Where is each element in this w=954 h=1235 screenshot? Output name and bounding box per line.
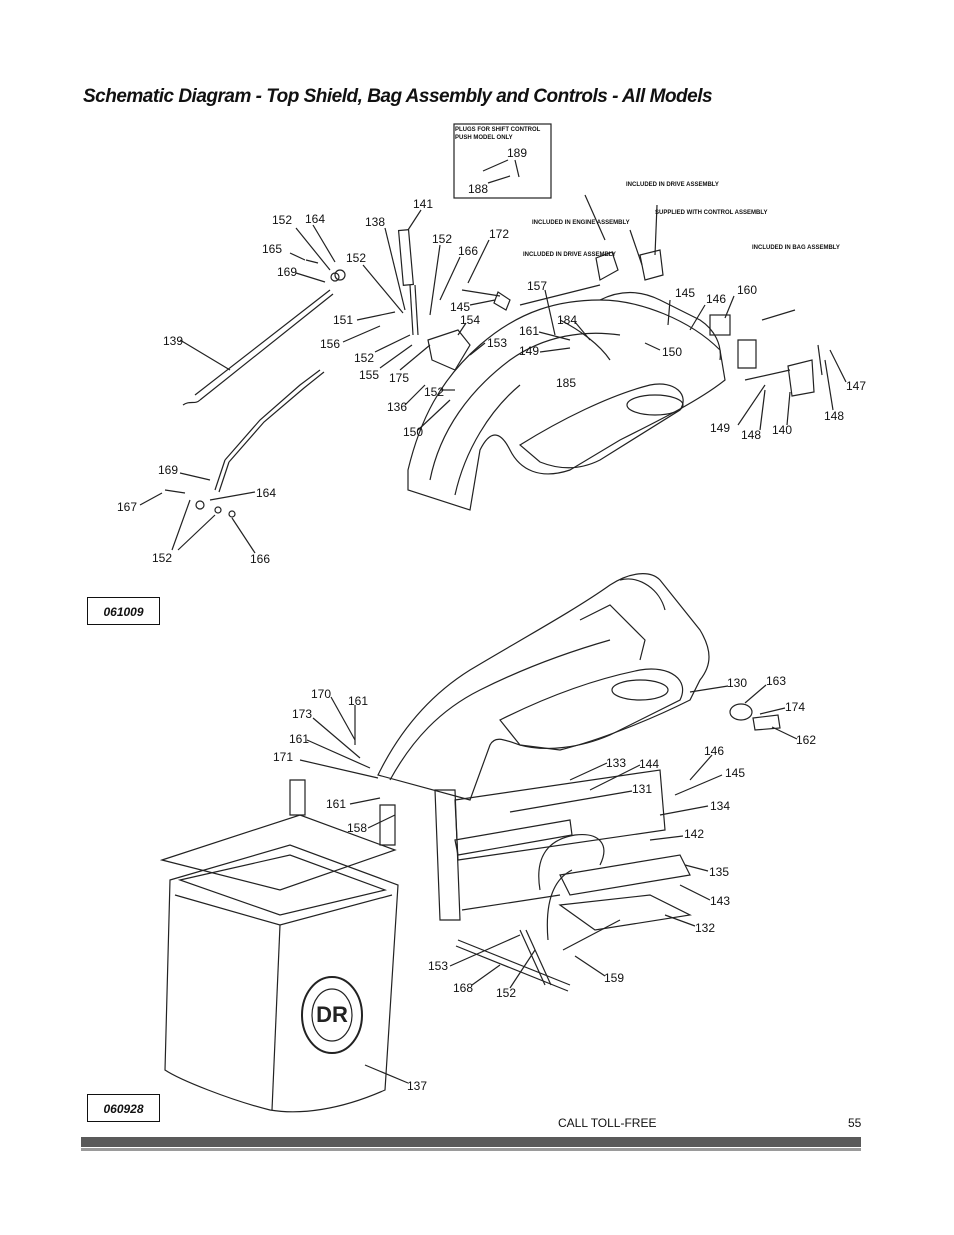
callout: 185 <box>556 376 576 390</box>
callout: 149 <box>519 344 539 358</box>
callout: 164 <box>305 212 325 226</box>
callout: 152 <box>272 213 292 227</box>
callout: 145 <box>675 286 695 300</box>
note-drive-assembly-2: INCLUDED IN DRIVE ASSEMBLY <box>523 252 616 258</box>
callout: 133 <box>606 756 626 770</box>
callout: 150 <box>662 345 682 359</box>
top-shield-upper <box>407 299 726 511</box>
callout-188: 188 <box>468 182 488 196</box>
callout: 152 <box>152 551 172 565</box>
callout: 169 <box>277 265 297 279</box>
callout: 155 <box>359 368 379 382</box>
callout: 153 <box>487 336 507 350</box>
inset-note-line1: PLUGS FOR SHIFT CONTROL <box>455 127 541 133</box>
callout: 146 <box>706 292 726 306</box>
callout: 167 <box>117 500 137 514</box>
callout: 161 <box>289 732 309 746</box>
callout: 147 <box>846 379 866 393</box>
note-engine-assembly: INCLUDED IN ENGINE ASSEMBLY <box>532 220 630 226</box>
callout: 140 <box>772 423 792 437</box>
diagram-code-lower: 060928 <box>87 1094 160 1122</box>
note-bag-assembly: INCLUDED IN BAG ASSEMBLY <box>752 245 840 251</box>
top-shield-lower <box>377 573 710 801</box>
callout: 135 <box>709 865 729 879</box>
callout: 145 <box>725 766 745 780</box>
inset-note-line2: PUSH MODEL ONLY <box>455 135 513 141</box>
callout: 159 <box>604 971 624 985</box>
callout: 166 <box>458 244 478 258</box>
diagram-code-upper: 061009 <box>87 597 160 625</box>
callout: 166 <box>250 552 270 566</box>
callout: 152 <box>346 251 366 265</box>
callout: 153 <box>428 959 448 973</box>
callout: 154 <box>460 313 480 327</box>
callout: 170 <box>311 687 331 701</box>
grass-bag <box>164 844 399 1113</box>
callout: 132 <box>695 921 715 935</box>
lower-callouts: 170 161 173 161 171 161 158 130 163 174 … <box>273 674 816 1093</box>
callout: 168 <box>453 981 473 995</box>
callout: 148 <box>741 428 761 442</box>
callout: 157 <box>527 279 547 293</box>
callout: 152 <box>432 232 452 246</box>
callout: 146 <box>704 744 724 758</box>
callout: 161 <box>519 324 539 338</box>
upper-callouts: 152 164 165 169 138 141 152 166 172 152 … <box>117 197 866 566</box>
callout: 163 <box>766 674 786 688</box>
callout: 184 <box>557 313 577 327</box>
callout: 136 <box>387 400 407 414</box>
callout: 173 <box>292 707 312 721</box>
callout: 150 <box>403 425 423 439</box>
callout: 161 <box>348 694 368 708</box>
callout: 138 <box>365 215 385 229</box>
callout: 144 <box>639 757 659 771</box>
callout: 152 <box>354 351 374 365</box>
callout: 151 <box>333 313 353 327</box>
callout: 152 <box>496 986 516 1000</box>
callout: 130 <box>727 676 747 690</box>
callout: 164 <box>256 486 276 500</box>
callout: 172 <box>489 227 509 241</box>
footer-call-toll-free: CALL TOLL-FREE <box>558 1116 657 1130</box>
callout: 152 <box>424 385 444 399</box>
callout: 139 <box>163 334 183 348</box>
page-title: Schematic Diagram - Top Shield, Bag Asse… <box>83 86 713 107</box>
callout: 165 <box>262 242 282 256</box>
bag-frame <box>159 814 397 891</box>
footer-rule-shadow <box>81 1148 861 1151</box>
callout: 137 <box>407 1079 427 1093</box>
callout: 158 <box>347 821 367 835</box>
callout: 141 <box>413 197 433 211</box>
callout: 131 <box>632 782 652 796</box>
callout: 143 <box>710 894 730 908</box>
dr-logo-ring <box>301 976 363 1054</box>
page-number: 55 <box>848 1116 862 1130</box>
callout: 142 <box>684 827 704 841</box>
callout: 162 <box>796 733 816 747</box>
callout: 156 <box>320 337 340 351</box>
callout: 174 <box>785 700 805 714</box>
callout: 148 <box>824 409 844 423</box>
dr-logo-text: DR <box>316 1002 348 1027</box>
callout: 175 <box>389 371 409 385</box>
note-drive-assembly: INCLUDED IN DRIVE ASSEMBLY <box>626 182 719 188</box>
callout: 134 <box>710 799 730 813</box>
inset-box <box>453 123 552 199</box>
callout: 160 <box>737 283 757 297</box>
note-control-assembly: SUPPLIED WITH CONTROL ASSEMBLY <box>655 210 767 216</box>
callout: 149 <box>710 421 730 435</box>
callout: 171 <box>273 750 293 764</box>
callout-189: 189 <box>507 146 527 160</box>
callout: 161 <box>326 797 346 811</box>
footer-rule <box>81 1137 861 1147</box>
callout: 169 <box>158 463 178 477</box>
callout: 145 <box>450 300 470 314</box>
